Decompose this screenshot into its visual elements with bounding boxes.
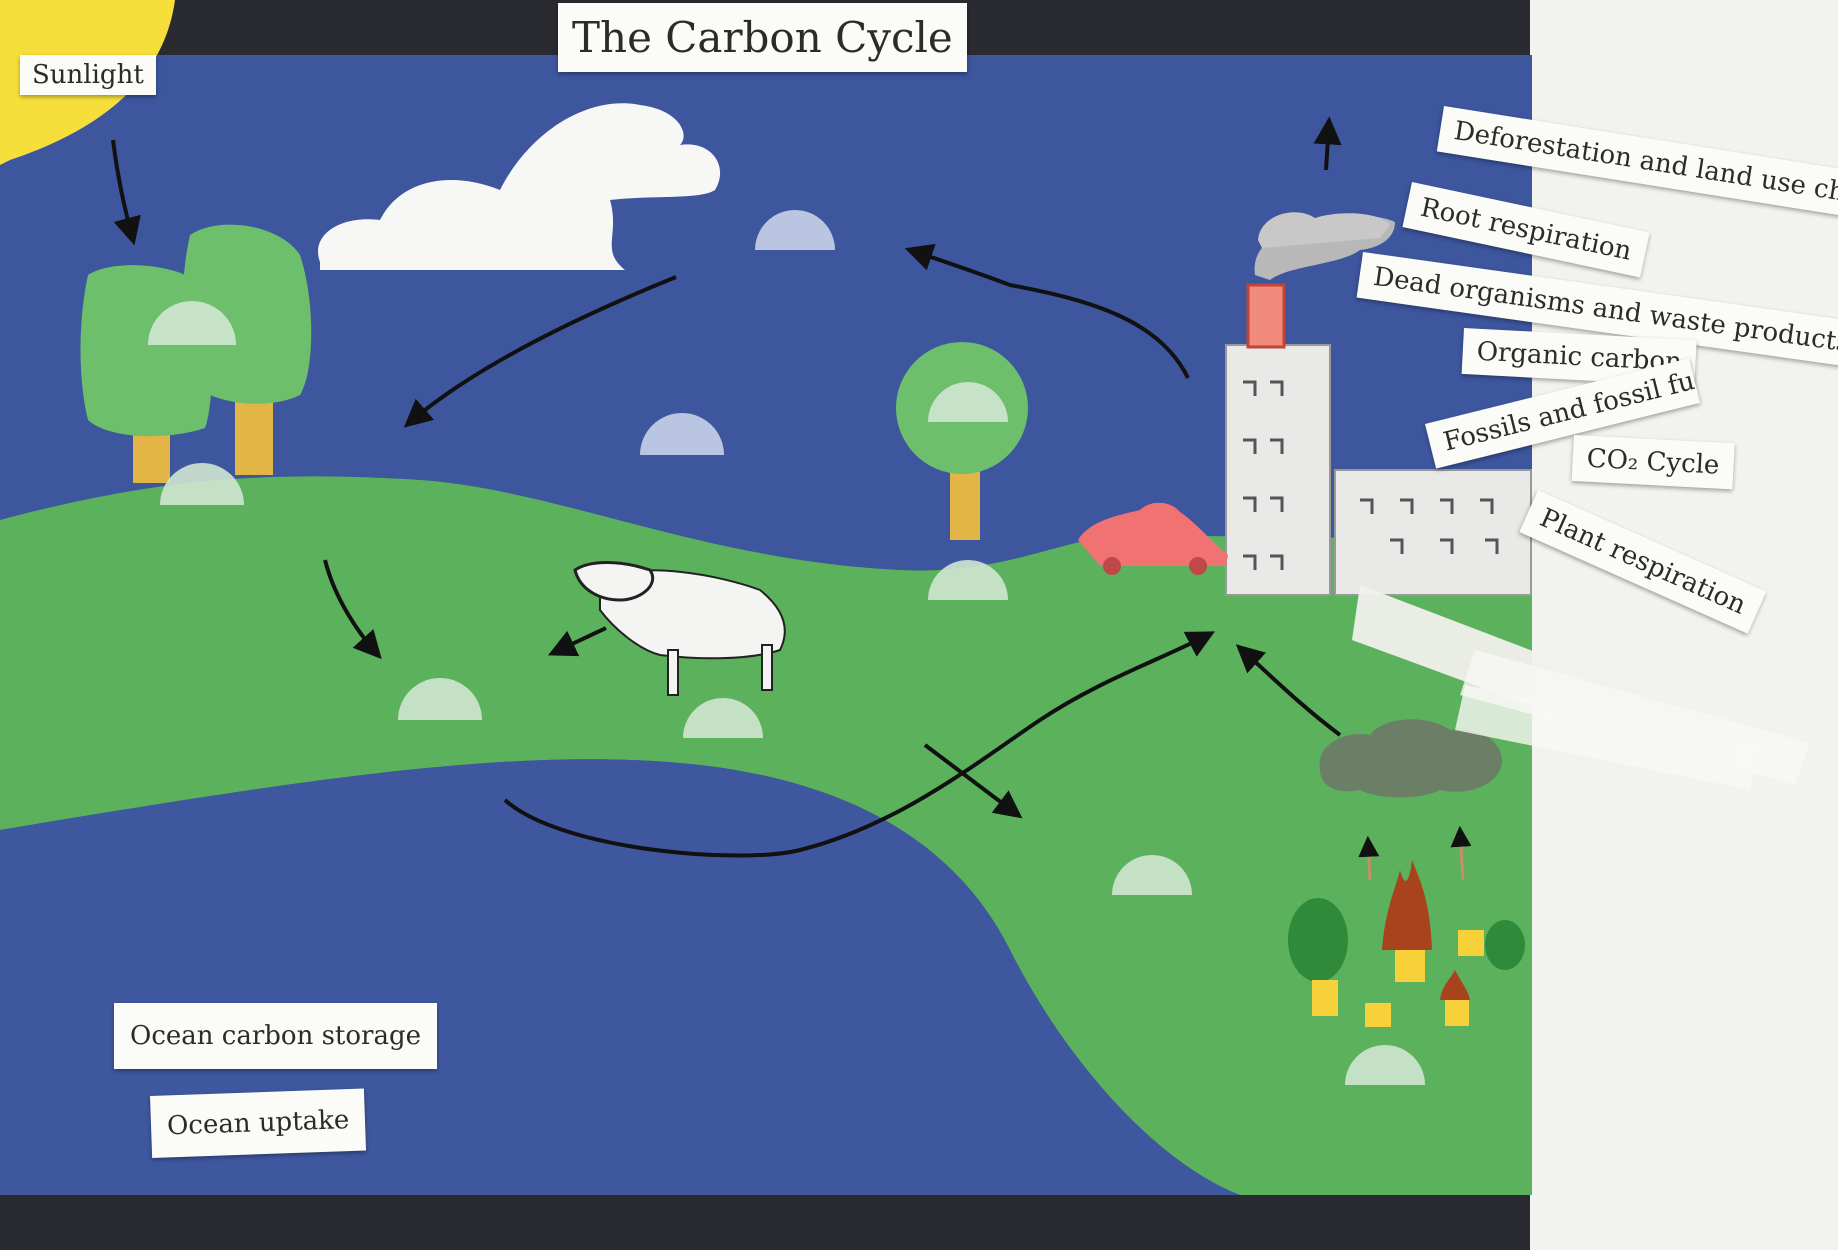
arrow-factory-to-sky bbox=[904, 243, 1190, 379]
label-sunlight[interactable]: Sunlight bbox=[20, 55, 156, 95]
smoke-cloud bbox=[1319, 719, 1502, 798]
arrow-sunlight bbox=[111, 139, 141, 246]
velcro-dots bbox=[148, 210, 1425, 1085]
arrow-fire-to-factory bbox=[1235, 644, 1342, 737]
sheep bbox=[573, 561, 786, 696]
fire bbox=[1382, 860, 1432, 950]
label-co2-cycle[interactable]: CO₂ Cycle bbox=[1571, 435, 1735, 490]
page-title: The Carbon Cycle bbox=[558, 3, 967, 72]
arrow-sheep bbox=[547, 626, 607, 657]
cycle-arrows bbox=[111, 116, 1342, 858]
label-ocean-uptake[interactable]: Ocean uptake bbox=[150, 1088, 367, 1158]
arrow-cloud-to-trees bbox=[403, 275, 677, 428]
label-ocean-storage[interactable]: Ocean carbon storage bbox=[114, 1003, 437, 1069]
arrow-factory-up bbox=[1313, 116, 1342, 171]
land bbox=[0, 476, 1532, 1195]
ocean bbox=[0, 759, 1240, 1195]
car bbox=[1078, 502, 1228, 566]
arrow-land-to-ocean bbox=[923, 743, 1023, 819]
cloud bbox=[318, 103, 721, 270]
tree-burnt-2 bbox=[1485, 920, 1525, 970]
arrow-ocean-to-factory bbox=[503, 631, 1215, 858]
blank-slips bbox=[1352, 585, 1810, 790]
tree-left-2 bbox=[183, 224, 312, 404]
tree-burnt-1 bbox=[1288, 898, 1348, 982]
arrow-land-down bbox=[323, 559, 382, 660]
